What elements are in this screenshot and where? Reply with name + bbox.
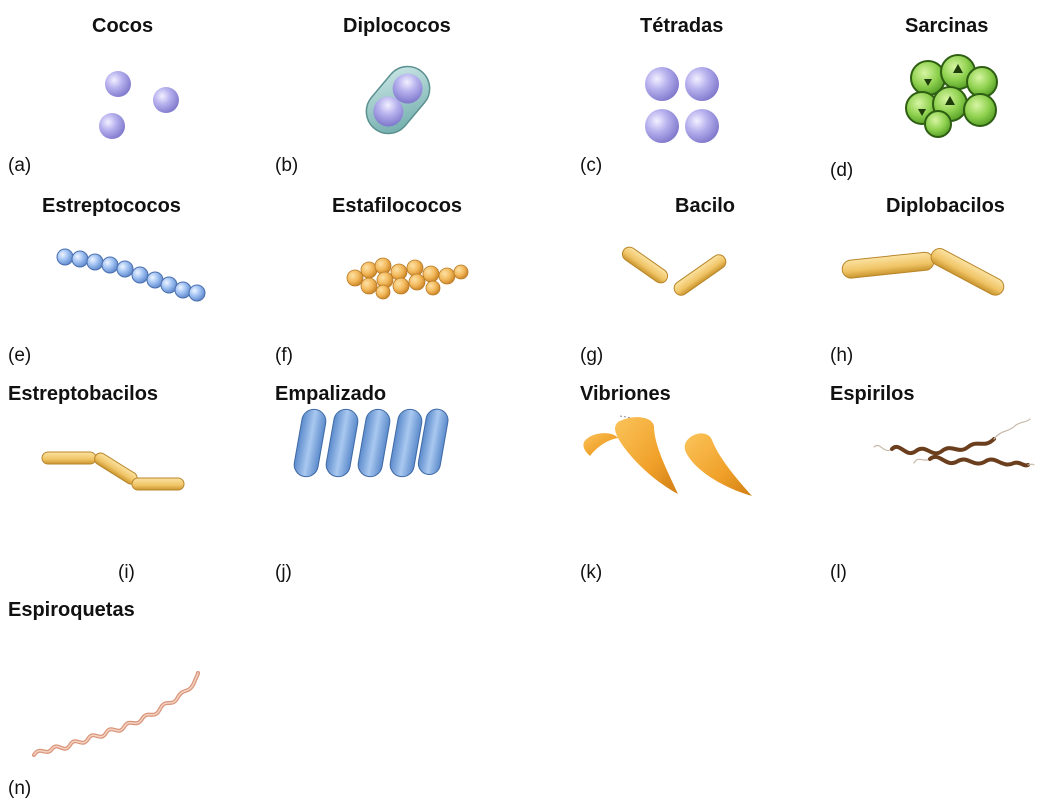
title-sarcinas: Sarcinas <box>905 15 989 37</box>
spirillum-illustration <box>870 415 1035 495</box>
label-k: (k) <box>580 562 603 583</box>
streptococci-illustration <box>55 245 215 310</box>
label-c: (c) <box>580 155 603 176</box>
palisade-illustration <box>290 405 450 480</box>
title-tetradas: Tétradas <box>640 15 724 37</box>
title-empalizado: Empalizado <box>275 383 387 405</box>
title-diplobacilos: Diplobacilos <box>886 195 1005 217</box>
label-h: (h) <box>830 345 854 366</box>
label-l: (l) <box>830 562 847 583</box>
label-b: (b) <box>275 155 299 176</box>
title-cocos: Cocos <box>92 15 154 37</box>
bacillus-illustration <box>615 240 735 305</box>
label-g: (g) <box>580 345 604 366</box>
label-j: (j) <box>275 562 292 583</box>
title-espirilos: Espirilos <box>830 383 915 405</box>
streptobacilli-illustration <box>40 440 190 500</box>
title-estreptobacilos: Estreptobacilos <box>8 383 159 405</box>
label-f: (f) <box>275 345 293 366</box>
diplococci-illustration <box>358 55 438 145</box>
title-estreptococos: Estreptococos <box>42 195 181 217</box>
title-diplococos: Diplococos <box>343 15 451 37</box>
spirochete-illustration <box>30 665 200 765</box>
cocci-illustration <box>90 62 190 152</box>
vibrio-illustration <box>582 412 757 502</box>
diplobacilli-illustration <box>840 240 1010 305</box>
label-a: (a) <box>8 155 32 176</box>
title-espiroquetas: Espiroquetas <box>8 599 135 621</box>
label-e: (e) <box>8 345 32 366</box>
tetrads-illustration <box>640 62 730 152</box>
label-n: (n) <box>8 778 32 799</box>
title-bacilo: Bacilo <box>675 195 736 217</box>
label-d: (d) <box>830 160 854 181</box>
title-estafilococos: Estafilococos <box>332 195 463 217</box>
sarcina-illustration <box>900 52 1005 142</box>
title-vibriones: Vibriones <box>580 383 671 405</box>
staphylococci-illustration <box>343 250 473 305</box>
label-i: (i) <box>118 562 135 583</box>
